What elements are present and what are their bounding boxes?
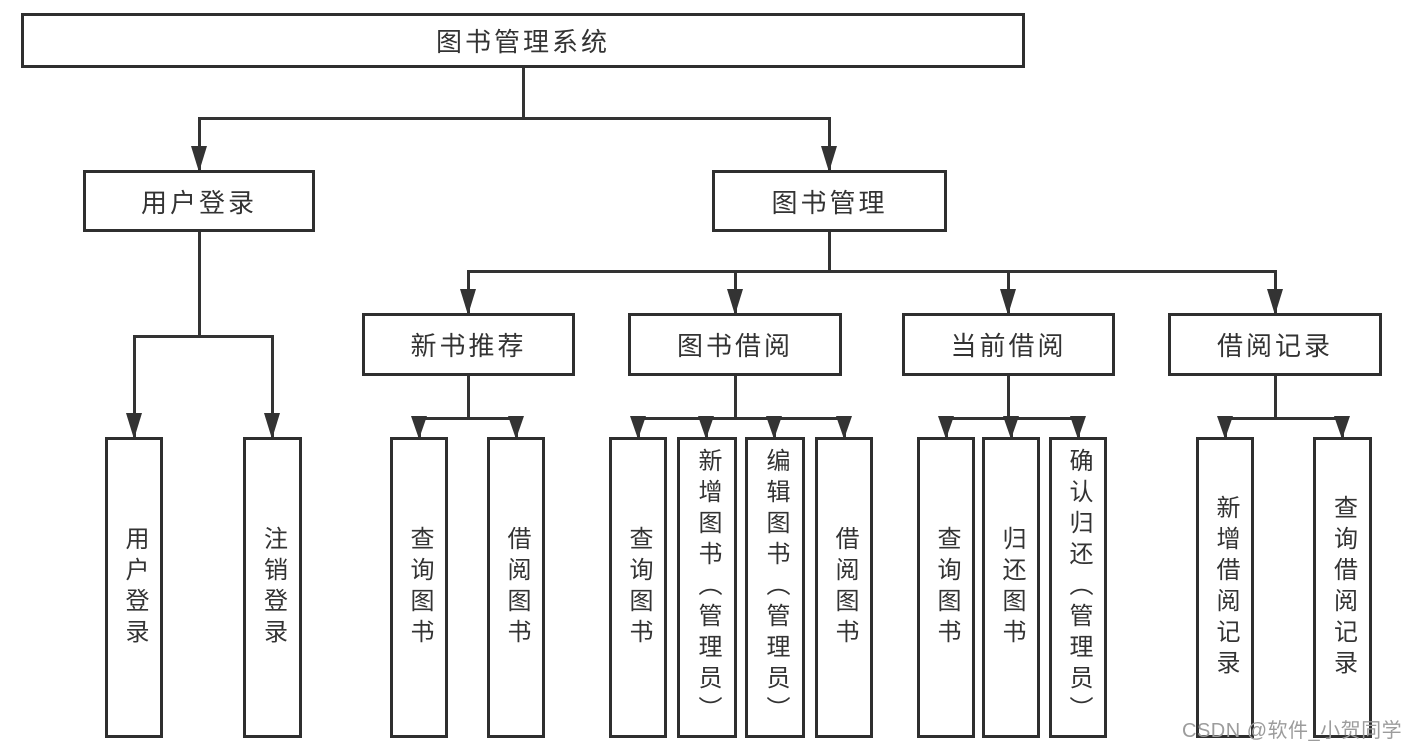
node-leaf-logout: 注销登录 <box>243 437 302 738</box>
arrowhead-icon <box>264 413 280 439</box>
arrowhead-icon <box>766 416 782 439</box>
arrowhead-icon <box>821 146 837 172</box>
arrowhead-icon <box>126 413 142 439</box>
node-borrowing-records: 借阅记录 <box>1168 313 1382 376</box>
connector-line <box>1006 376 1010 418</box>
node-new-book-recommend: 新书推荐 <box>362 313 575 376</box>
arrowhead-icon <box>1000 289 1016 315</box>
arrowhead-icon <box>191 146 207 172</box>
arrowhead-icon <box>938 416 954 439</box>
node-label: 注销登录 <box>259 525 287 650</box>
node-leaf-cb-query-book: 查询图书 <box>917 437 975 738</box>
node-leaf-br-add-record: 新增借阅记录 <box>1196 437 1254 738</box>
arrowhead-icon <box>630 416 646 439</box>
node-label: 查询图书 <box>406 525 433 650</box>
arrowhead-icon <box>698 416 714 439</box>
connector-line <box>270 334 274 437</box>
node-leaf-cb-confirm-return: 确认归还（管理员） <box>1049 437 1107 738</box>
node-book-management: 图书管理 <box>712 170 947 232</box>
node-leaf-user-login: 用户登录 <box>105 437 163 738</box>
node-leaf-nbr-borrow-book: 借阅图书 <box>487 437 545 738</box>
node-label: 编辑图书（管理员） <box>762 448 789 727</box>
arrowhead-icon <box>1217 416 1233 439</box>
node-leaf-bb-edit-book: 编辑图书（管理员） <box>745 437 805 738</box>
connector-line <box>466 376 470 418</box>
arrowhead-icon <box>1003 416 1019 439</box>
node-root: 图书管理系统 <box>21 13 1025 68</box>
node-label: 用户登录 <box>121 525 148 650</box>
node-label: 当前借阅 <box>950 331 1067 361</box>
connector-line <box>636 416 846 420</box>
connector-line <box>521 68 525 118</box>
arrowhead-icon <box>1070 416 1086 439</box>
node-leaf-bb-query-book: 查询图书 <box>609 437 667 738</box>
connector-line <box>1273 376 1277 418</box>
arrowhead-icon <box>727 289 743 315</box>
connector-line <box>197 116 201 170</box>
node-label: 查询图书 <box>625 525 652 650</box>
connector-line <box>827 232 831 271</box>
node-label: 图书借阅 <box>676 331 793 361</box>
connector-line <box>197 232 201 336</box>
node-label: 借阅记录 <box>1216 331 1333 361</box>
arrowhead-icon <box>1334 416 1350 439</box>
node-label: 图书管理系统 <box>435 27 610 57</box>
node-leaf-bb-borrow-book: 借阅图书 <box>815 437 873 738</box>
arrowhead-icon <box>460 289 476 315</box>
connector-line <box>197 116 831 120</box>
connector-line <box>466 269 1277 273</box>
node-label: 借阅图书 <box>831 525 858 650</box>
node-book-borrowing: 图书借阅 <box>628 313 842 376</box>
node-leaf-bb-add-book: 新增图书（管理员） <box>677 437 737 738</box>
node-label: 新增借阅记录 <box>1212 494 1239 681</box>
node-label: 新增图书（管理员） <box>694 448 721 727</box>
node-leaf-br-query-record: 查询借阅记录 <box>1313 437 1372 738</box>
arrowhead-icon <box>411 416 427 439</box>
csdn-watermark: CSDN @软件_小贺同学 <box>1182 720 1403 742</box>
node-label: 归还图书 <box>998 525 1025 650</box>
node-label: 借阅图书 <box>503 525 530 650</box>
arrowhead-icon <box>1267 289 1283 315</box>
node-label: 图书管理 <box>771 187 888 218</box>
node-label: 确认归还（管理员） <box>1065 448 1092 727</box>
arrowhead-icon <box>508 416 524 439</box>
connector-line <box>132 334 136 437</box>
node-current-borrowing: 当前借阅 <box>902 313 1115 376</box>
node-label: 用户登录 <box>140 187 257 218</box>
node-leaf-cb-return-book: 归还图书 <box>982 437 1040 738</box>
node-label: 新书推荐 <box>410 331 527 361</box>
connector-line <box>132 334 274 338</box>
connector-line <box>827 116 831 170</box>
connector-line <box>417 416 518 420</box>
connector-line <box>1223 416 1344 420</box>
node-user-login: 用户登录 <box>83 170 315 232</box>
connector-line <box>733 376 737 418</box>
node-label: 查询图书 <box>933 525 960 650</box>
node-label: 查询借阅记录 <box>1329 494 1357 681</box>
node-leaf-nbr-query-book: 查询图书 <box>390 437 448 738</box>
arrowhead-icon <box>836 416 852 439</box>
